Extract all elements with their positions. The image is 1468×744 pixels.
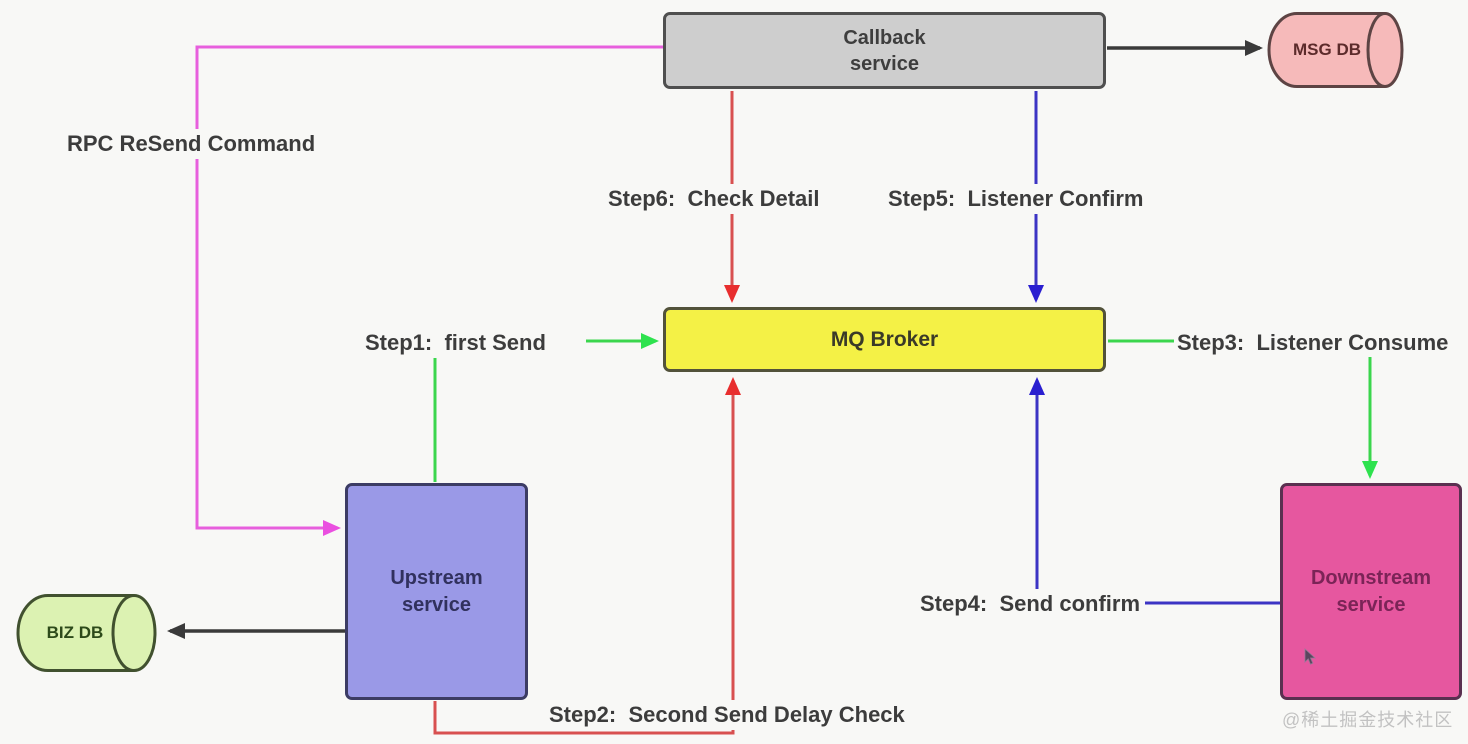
edge-step2-second-send bbox=[433, 377, 741, 735]
node-downstream-service: Downstream service bbox=[1280, 483, 1462, 700]
label-step4-send-confirm: Step4: Send confirm bbox=[915, 589, 1146, 619]
node-upstream-service: Upstream service bbox=[345, 483, 528, 700]
biz-db-label: BIZ DB bbox=[46, 623, 104, 642]
label-step3-listener-consume: Step3: Listener Consume bbox=[1177, 330, 1449, 355]
label-step5-listener-confirm: Step5: Listener Confirm bbox=[883, 184, 1149, 214]
edge-rpc-resend bbox=[195, 45, 663, 536]
msg-db-label: MSG DB bbox=[1293, 40, 1361, 59]
node-mq-broker: MQ Broker bbox=[663, 307, 1106, 372]
label-step2-second-send-delay-check: Step2: Second Send Delay Check bbox=[544, 700, 910, 730]
biz-db-cylinder-icon bbox=[16, 594, 157, 672]
node-callback-service: Callback service bbox=[663, 12, 1106, 89]
mouse-cursor-icon bbox=[1304, 648, 1317, 665]
node-msg-db: MSG DB bbox=[1267, 11, 1404, 89]
node-biz-db: BIZ DB bbox=[16, 593, 158, 673]
label-rpc-resend-command: RPC ReSend Command bbox=[62, 129, 321, 159]
edge-step4-send-confirm bbox=[1029, 377, 1281, 605]
label-step6-check-detail: Step6: Check Detail bbox=[603, 184, 825, 214]
watermark: @稀土掘金技术社区 bbox=[1282, 710, 1454, 730]
msg-db-cylinder-icon bbox=[1267, 12, 1404, 88]
label-step1-first-send: Step1: first Send bbox=[360, 328, 551, 358]
